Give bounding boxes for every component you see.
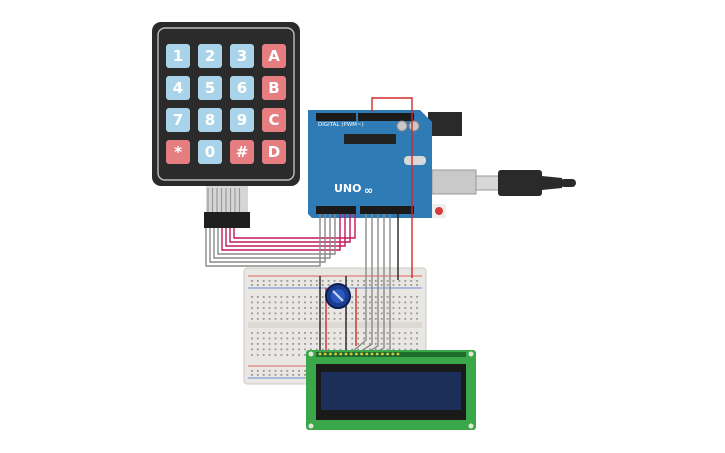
keypad-key-label: 7 <box>173 111 183 129</box>
keypad-key-3[interactable]: 3 <box>230 44 254 68</box>
keypad-key-label: 5 <box>205 79 215 97</box>
keypad-key-2[interactable]: 2 <box>198 44 222 68</box>
keypad-key-5[interactable]: 5 <box>198 76 222 100</box>
keypad-key-*[interactable]: * <box>166 140 190 164</box>
keypad-key-label: B <box>268 79 279 97</box>
keypad-key-label: 9 <box>237 111 247 129</box>
keypad-key-#[interactable]: # <box>230 140 254 164</box>
keypad-key-9[interactable]: 9 <box>230 108 254 132</box>
keypad-key-D[interactable]: D <box>262 140 286 164</box>
keypad-key-label: C <box>268 111 279 129</box>
keypad-key-label: * <box>174 143 182 161</box>
usb-cable-icon[interactable] <box>475 170 576 196</box>
keypad-key-label: D <box>268 143 280 161</box>
lcd-16x2[interactable] <box>306 350 476 430</box>
wires[interactable] <box>205 97 413 353</box>
keypad-key-label: 2 <box>205 47 215 65</box>
keypad-key-7[interactable]: 7 <box>166 108 190 132</box>
potentiometer-icon[interactable] <box>325 283 351 309</box>
keypad-key-label: 0 <box>205 143 215 161</box>
keypad-key-label: A <box>268 47 280 65</box>
keypad-key-label: # <box>236 143 249 161</box>
keypad-key-label: 6 <box>237 79 247 97</box>
keypad-keys[interactable]: 1 2 3 A 4 5 6 B 7 8 9 C * 0 # D <box>166 44 286 164</box>
keypad-ribbon-connector <box>204 186 250 228</box>
keypad-key-label: 3 <box>237 47 247 65</box>
arduino-uno[interactable]: UNO ∞ DIGITAL (PWM~) <box>308 110 576 218</box>
arduino-model-label: UNO <box>334 182 362 195</box>
arduino-header-label: DIGITAL (PWM~) <box>318 122 364 128</box>
keypad-key-C[interactable]: C <box>262 108 286 132</box>
reset-button-icon[interactable] <box>435 207 443 215</box>
keypad-key-B[interactable]: B <box>262 76 286 100</box>
keypad-key-A[interactable]: A <box>262 44 286 68</box>
arduino-logo: ∞ <box>364 184 373 197</box>
keypad-key-label: 8 <box>205 111 215 129</box>
keypad-key-8[interactable]: 8 <box>198 108 222 132</box>
keypad-key-4[interactable]: 4 <box>166 76 190 100</box>
reset-button[interactable] <box>432 204 446 218</box>
keypad-4x4[interactable]: 1 2 3 A 4 5 6 B 7 8 9 C * 0 # D <box>152 22 300 228</box>
keypad-key-label: 1 <box>173 47 183 65</box>
keypad-key-0[interactable]: 0 <box>198 140 222 164</box>
lcd-screen <box>321 372 461 410</box>
keypad-key-1[interactable]: 1 <box>166 44 190 68</box>
keypad-key-label: 4 <box>173 79 183 97</box>
keypad-key-6[interactable]: 6 <box>230 76 254 100</box>
